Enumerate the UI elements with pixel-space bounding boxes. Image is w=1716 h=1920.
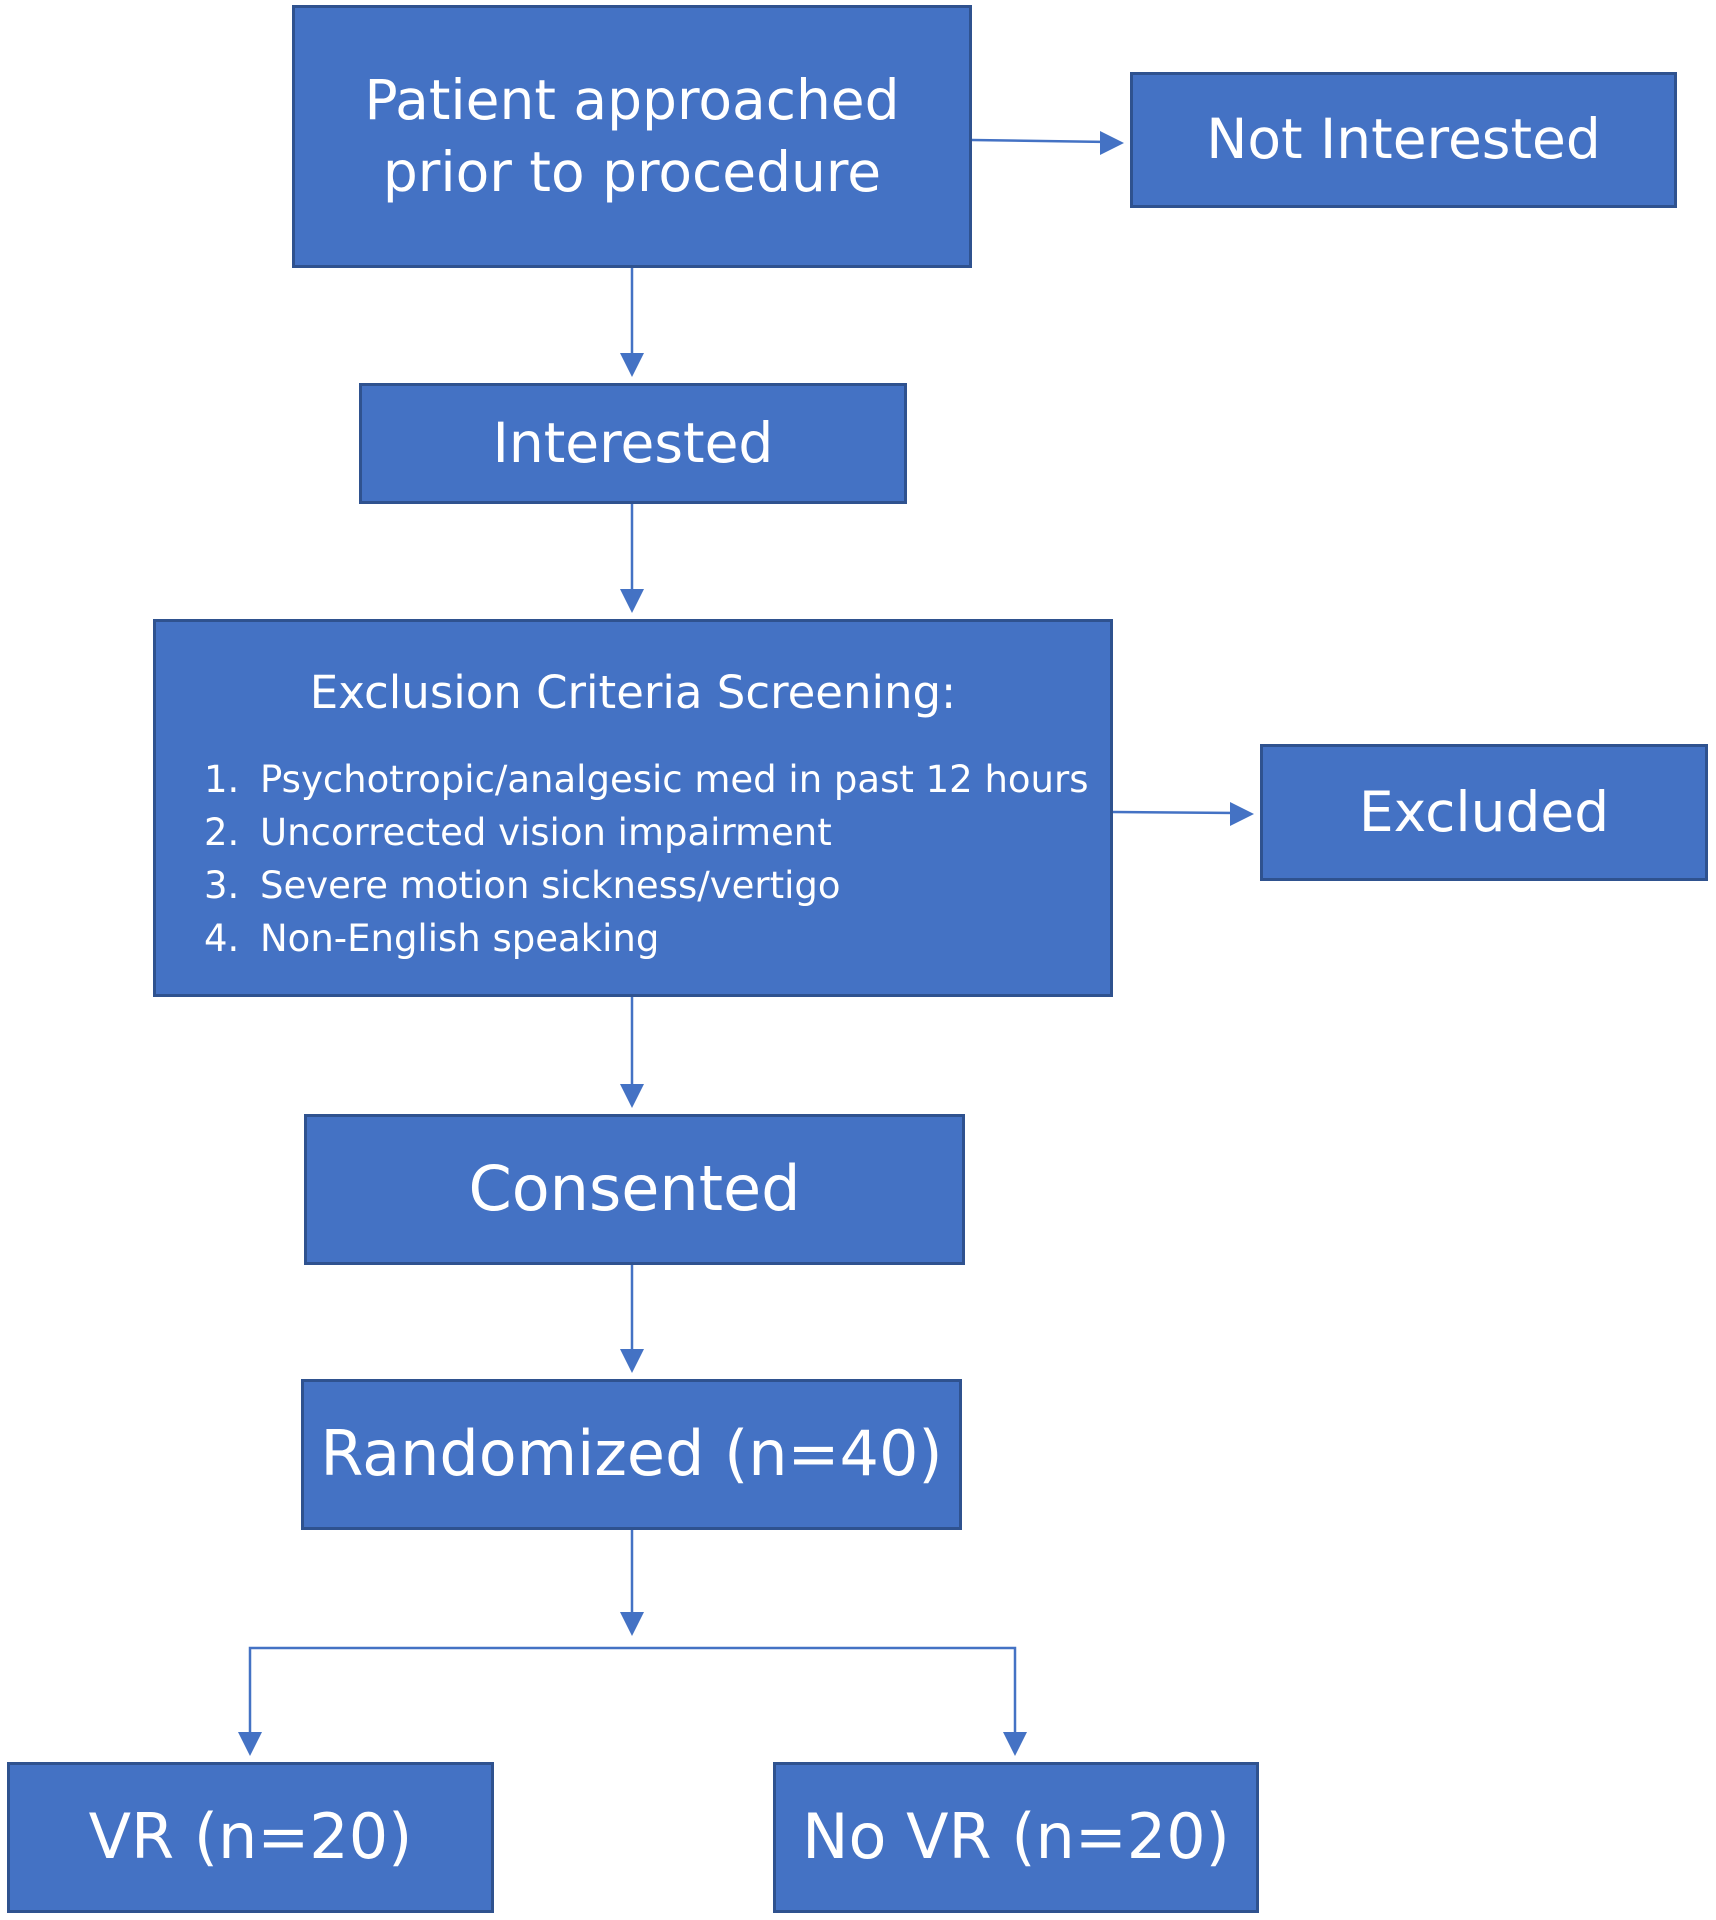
exclusion-criteria-list: 1. Psychotropic/analgesic med in past 12 … (156, 753, 1089, 965)
arrow-split-connector (248, 1646, 1017, 1740)
criterion-number: 2. (204, 810, 240, 854)
no-vr-group-box: No VR (n=20) (773, 1762, 1259, 1913)
arrowhead-vr (238, 1732, 262, 1756)
arrow-screening-to-excluded (1112, 810, 1239, 815)
arrowhead-split (620, 1612, 644, 1636)
criterion-text: Severe motion sickness/vertigo (260, 863, 841, 907)
exclusion-screening-box: Exclusion Criteria Screening: 1. Psychotr… (153, 619, 1113, 997)
consented-label: Consented (468, 1152, 801, 1226)
interested-box: Interested (359, 383, 907, 504)
arrowhead-no-vr (1003, 1732, 1027, 1756)
criterion-text: Non-English speaking (260, 916, 660, 960)
exclusion-criterion: 3. Severe motion sickness/vertigo (204, 859, 1089, 912)
arrowhead-randomized (620, 1349, 644, 1373)
not-interested-box: Not Interested (1130, 72, 1677, 208)
criterion-text: Psychotropic/analgesic med in past 12 ho… (260, 757, 1089, 801)
exclusion-criterion: 2. Uncorrected vision impairment (204, 806, 1089, 859)
arrowhead-excluded (1230, 802, 1254, 826)
criterion-number: 3. (204, 863, 240, 907)
vr-group-box: VR (n=20) (7, 1762, 494, 1913)
not-interested-label: Not Interested (1206, 107, 1601, 172)
exclusion-screening-title: Exclusion Criteria Screening: (309, 666, 957, 719)
interested-label: Interested (492, 410, 774, 475)
arrow-approached-to-not-interested (971, 138, 1111, 144)
vr-group-label: VR (n=20) (88, 1800, 413, 1874)
criterion-text: Uncorrected vision impairment (260, 810, 832, 854)
randomized-box: Randomized (n=40) (301, 1379, 962, 1530)
no-vr-group-label: No VR (n=20) (802, 1800, 1230, 1874)
arrowhead-interested (620, 353, 644, 377)
excluded-label: Excluded (1358, 779, 1610, 844)
arrowhead-consented (620, 1084, 644, 1108)
randomized-label: Randomized (n=40) (320, 1417, 943, 1491)
arrowhead-not-interested (1100, 131, 1124, 155)
exclusion-criterion: 1. Psychotropic/analgesic med in past 12 … (204, 753, 1089, 806)
patient-approached-box: Patient approached prior to procedure (292, 5, 972, 268)
excluded-box: Excluded (1260, 744, 1708, 881)
criterion-number: 4. (204, 916, 240, 960)
consented-box: Consented (304, 1114, 965, 1265)
arrowhead-screening (620, 589, 644, 613)
patient-approached-label: Patient approached prior to procedure (364, 68, 900, 204)
criterion-number: 1. (204, 757, 240, 801)
exclusion-criterion: 4. Non-English speaking (204, 912, 1089, 965)
